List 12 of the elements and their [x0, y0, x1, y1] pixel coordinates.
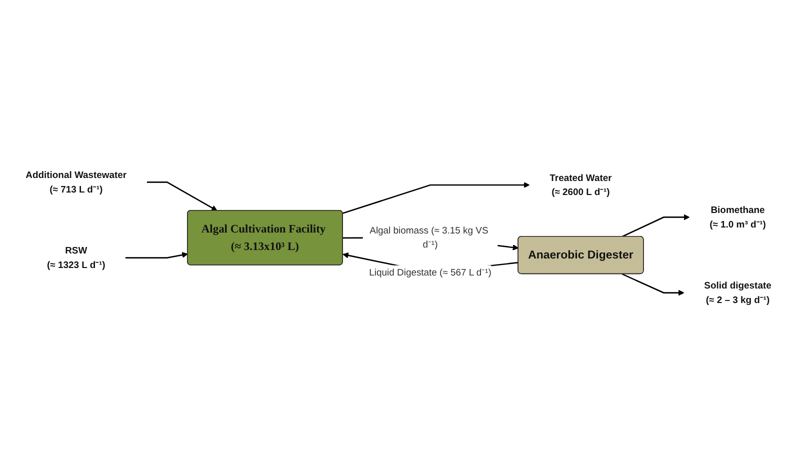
- arrow: [126, 252, 188, 258]
- node-text: RSW (≈ 1323 L d⁻¹): [46, 244, 106, 270]
- arrow: [622, 214, 690, 238]
- arrow: [342, 182, 530, 214]
- node-text: Solid digestate (≈ 2 – 3 kg d⁻¹): [704, 280, 772, 305]
- arrow: [146, 182, 218, 211]
- edge-label: Algal biomass (≈ 3.15 kg VS d⁻¹): [370, 224, 488, 250]
- node-text: Additional Wastewater (≈ 713 L d⁻¹): [26, 169, 127, 194]
- edge-label: Liquid Digestate (≈ 567 L d⁻¹): [369, 266, 492, 278]
- node-text: Biomethane (≈ 1.0 m³ d⁻¹): [710, 204, 766, 230]
- arrow: [622, 273, 684, 296]
- node-text: Treated Water (≈ 2600 L d⁻¹): [550, 172, 612, 198]
